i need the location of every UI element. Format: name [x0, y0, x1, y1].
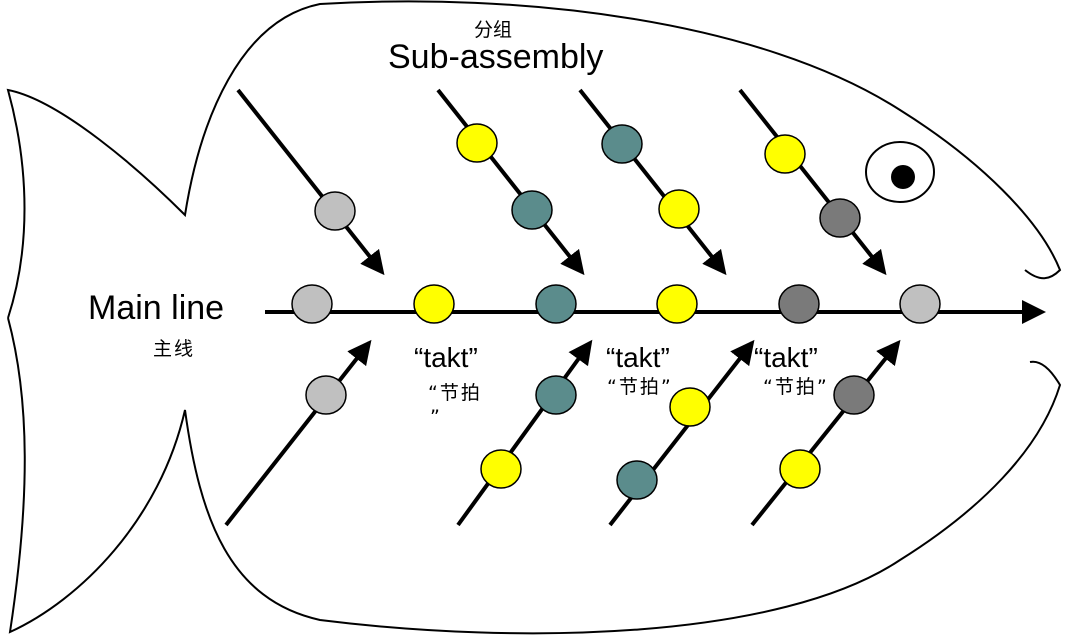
main-line-station-4	[656, 284, 698, 324]
fish-body-outline	[6, 0, 1062, 319]
upper-branch-2-station-1	[456, 123, 498, 163]
takt-label-1-zh: “节拍	[428, 382, 482, 404]
lower-branch-3-station-1	[669, 387, 711, 427]
lower-branch-2-arrow	[456, 339, 593, 527]
upper-branch-4-arrow	[738, 88, 887, 276]
upper-branch-2-arrow	[436, 88, 585, 276]
fish-eye-pupil	[891, 165, 915, 189]
main-line-station-3	[535, 284, 577, 324]
main-line-label: Main line	[88, 289, 225, 327]
lower-branch-4-arrow	[750, 339, 901, 527]
main-line-label-zh: 主线	[153, 338, 196, 360]
lower-branch-2-station-1	[535, 375, 577, 415]
sub-assembly-label: Sub-assembly	[388, 38, 604, 76]
fish-body-outline-lower	[7, 317, 1062, 635]
takt-label-1: “takt”	[414, 342, 478, 373]
upper-branch-2-station-2	[511, 190, 553, 230]
takt-label-3: “takt”	[754, 342, 818, 373]
lower-branch-2-station-2	[480, 449, 522, 489]
sub-assembly-label-zh: 分组	[474, 19, 513, 41]
main-line-station-1	[291, 284, 333, 324]
main-line-station-2	[413, 284, 455, 324]
upper-branch-3-arrow	[578, 88, 727, 276]
lower-branch-3-station-2	[616, 460, 658, 500]
upper-branch-4-station-1	[764, 134, 806, 174]
lower-branch-1-station-1	[305, 375, 347, 415]
main-line-station-5	[778, 284, 820, 324]
upper-branch-1-arrow	[236, 88, 385, 276]
upper-branch-4-station-2	[819, 198, 861, 238]
lower-branch-4-station-2	[779, 449, 821, 489]
lower-branch-4-station-1	[833, 375, 875, 415]
upper-branch-3-station-1	[601, 124, 643, 164]
upper-branch-3-station-2	[658, 189, 700, 229]
takt-label-1-zh-tail: ”	[430, 406, 442, 428]
takt-label-2: “takt”	[606, 342, 670, 373]
takt-label-3-zh: “节拍”	[763, 376, 829, 398]
upper-branch-1-station-1	[314, 191, 356, 231]
lower-branch-1-arrow	[224, 339, 372, 527]
takt-label-2-zh: “节拍”	[607, 376, 673, 398]
main-line-station-6	[899, 284, 941, 324]
